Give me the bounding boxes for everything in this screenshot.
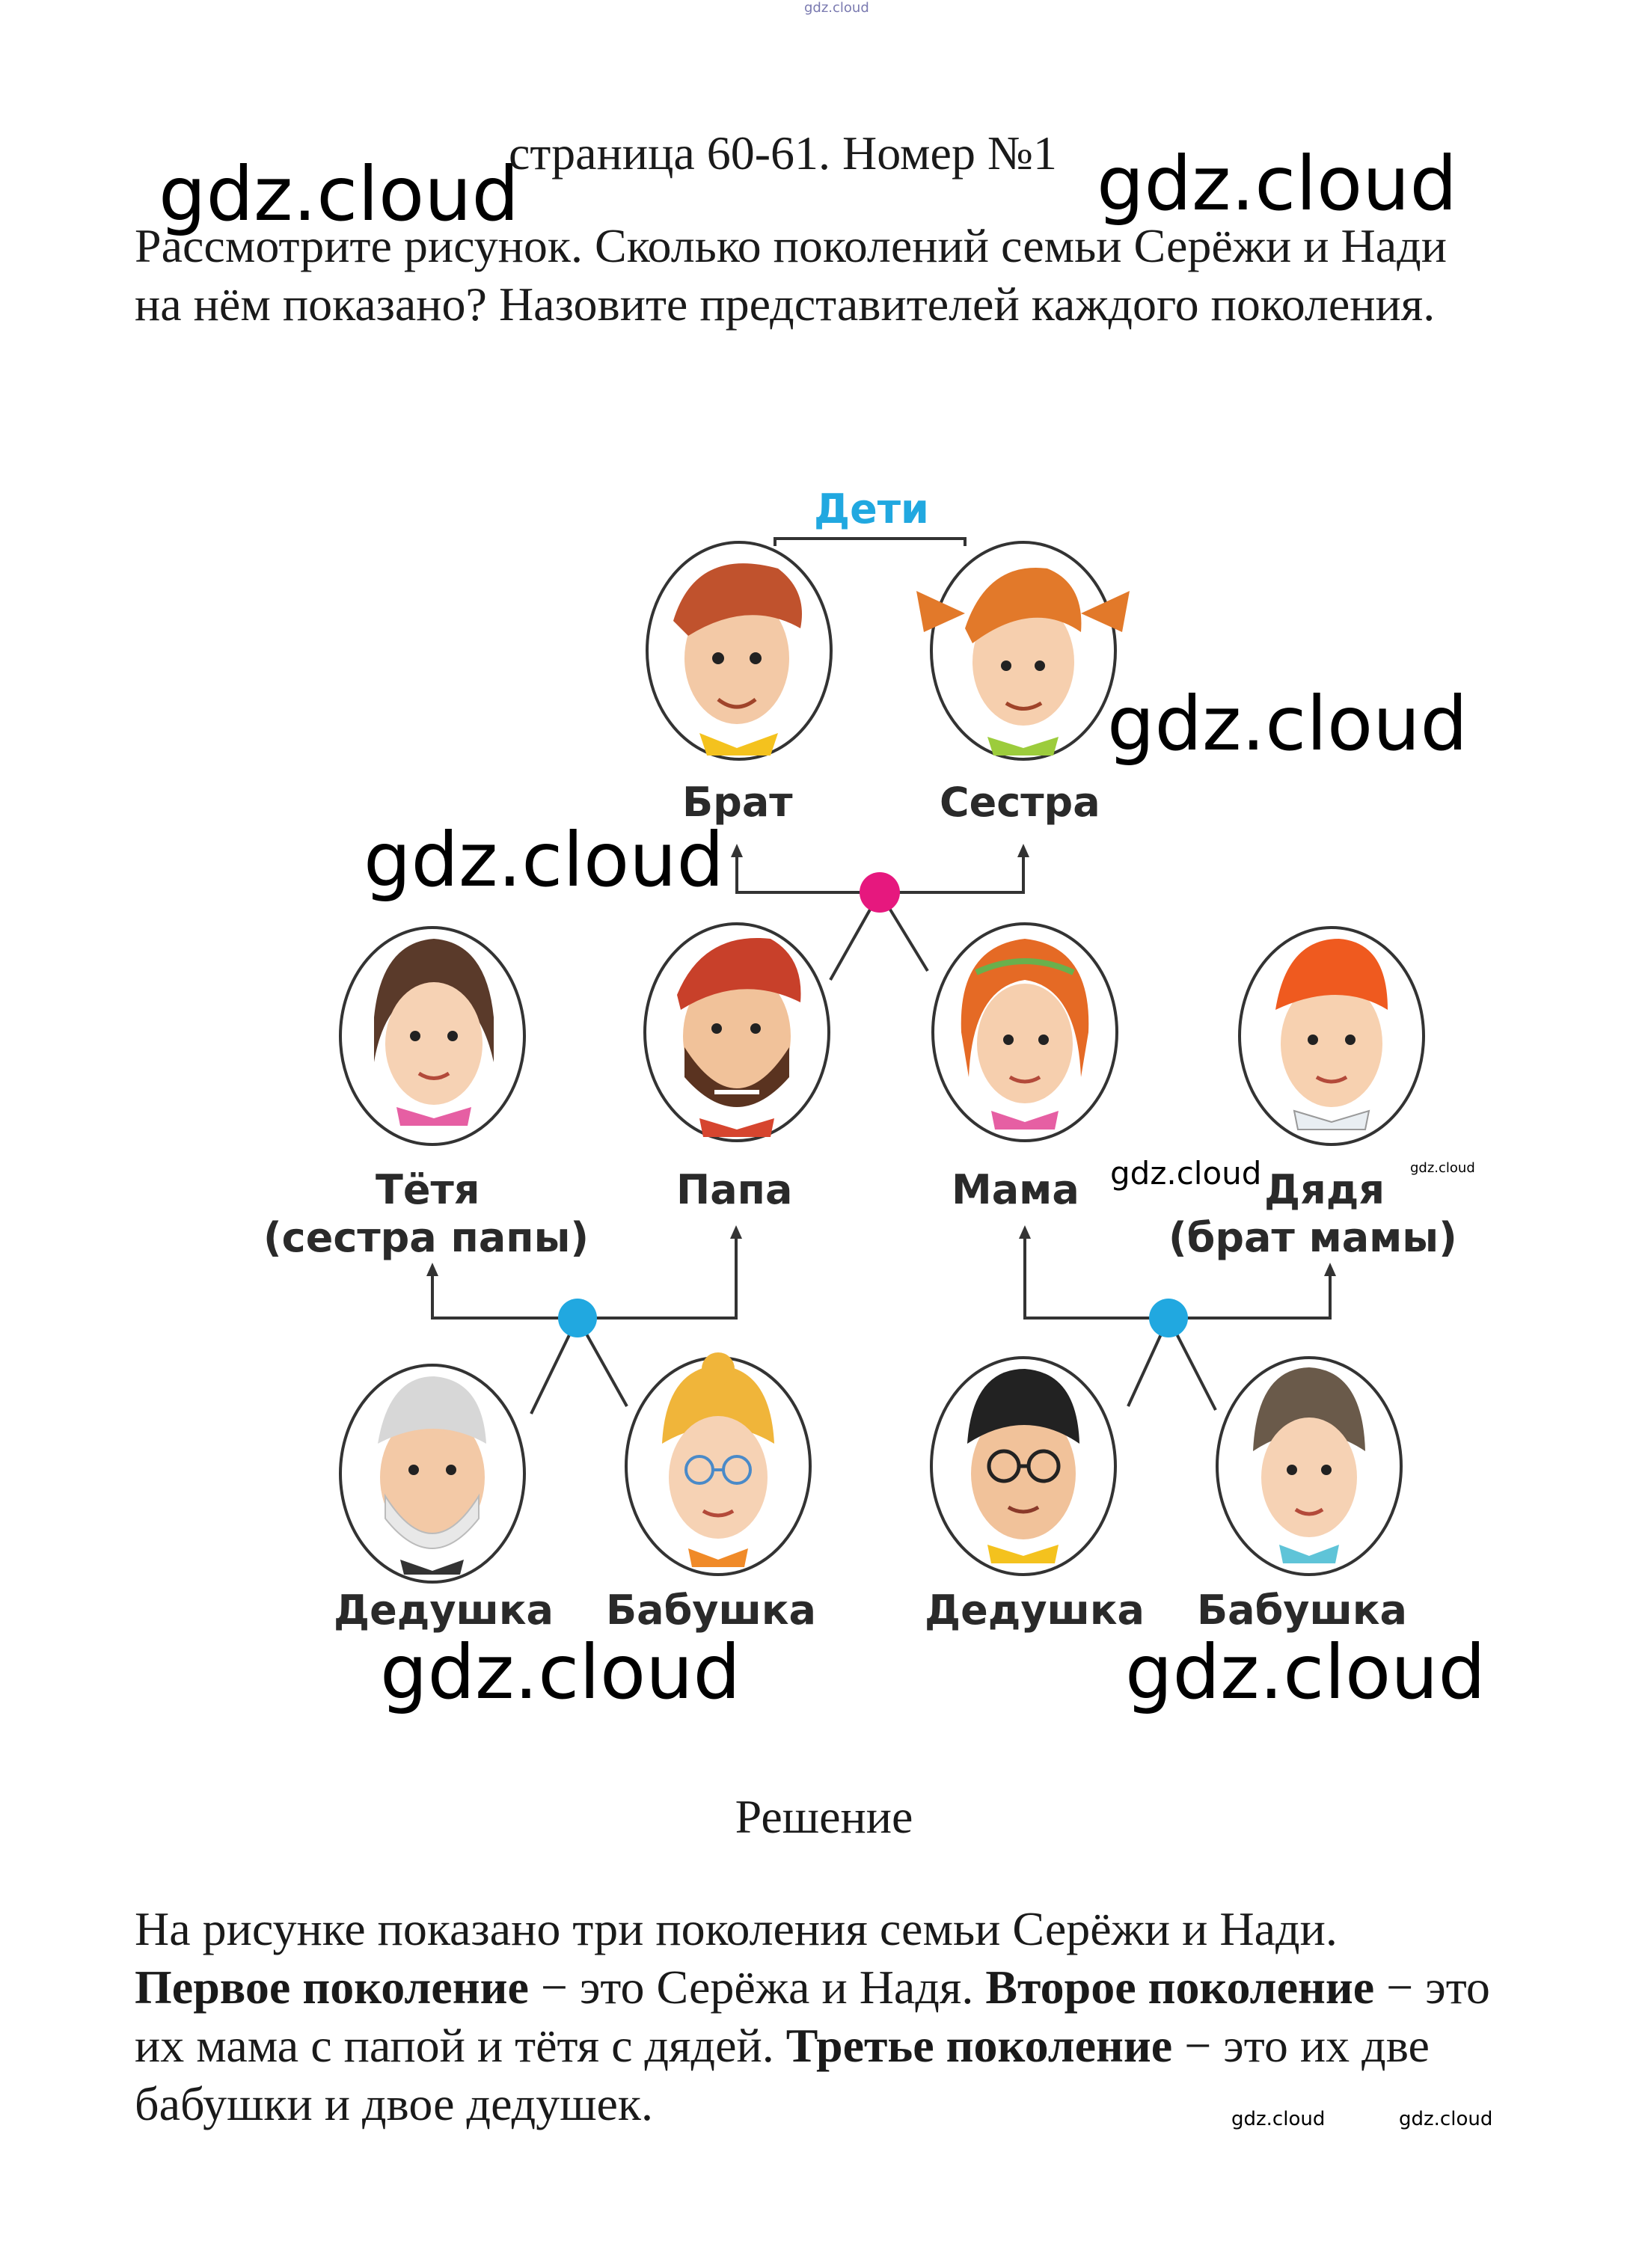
dad-portrait: [645, 924, 829, 1141]
watermark: gdz.cloud: [364, 823, 724, 898]
grandma-right-portrait: [1217, 1358, 1401, 1575]
mom-label: Мама: [952, 1167, 1079, 1213]
grandpa-left-portrait: [340, 1365, 524, 1582]
sister-portrait: [916, 542, 1130, 759]
watermark: gdz.cloud: [1410, 1162, 1475, 1175]
aunt-label: Тётя: [376, 1167, 480, 1213]
watermark: gdz.cloud: [380, 1635, 741, 1710]
gen2-label: Второе поколение: [985, 1961, 1374, 2014]
dad-label: Папа: [676, 1167, 792, 1213]
mom-portrait: [933, 924, 1117, 1141]
aunt-portrait: [340, 928, 524, 1144]
gen1-label: Первое поколение: [135, 1961, 529, 2014]
grandma-left-label: Бабушка: [606, 1587, 816, 1634]
watermark: gdz.cloud: [1107, 687, 1468, 761]
watermark: gdz.cloud: [1125, 1635, 1486, 1710]
brother-portrait: [647, 542, 831, 759]
uncle-note: (брат мамы): [1168, 1215, 1457, 1261]
grandpa-left-label: Дедушка: [334, 1587, 554, 1634]
children-label: Дети: [814, 486, 929, 533]
aunt-note: (сестра папы): [263, 1215, 589, 1261]
answer-part2: − это Серёжа и Надя.: [529, 1961, 985, 2014]
grandma-right-label: Бабушка: [1197, 1587, 1407, 1634]
uncle-portrait: [1240, 928, 1424, 1144]
grandparents-dot-left: [558, 1299, 597, 1337]
uncle-label: Дядя: [1264, 1167, 1385, 1213]
solution-title: Решение: [0, 1789, 1648, 1845]
grandpa-right-portrait: [931, 1358, 1115, 1575]
sister-label: Сестра: [940, 779, 1100, 826]
parents-dot: [860, 872, 900, 913]
answer-text: На рисунке показано три поколения семьи …: [135, 1900, 1496, 2133]
grandpa-right-label: Дедушка: [925, 1587, 1145, 1634]
watermark: gdz.cloud: [1231, 2109, 1325, 2129]
answer-part1: На рисунке показано три поколения семьи …: [135, 1902, 1338, 1955]
grandparents-dot-right: [1149, 1299, 1188, 1337]
watermark: gdz.cloud: [1110, 1158, 1261, 1189]
watermark: gdz.cloud: [1399, 2109, 1492, 2129]
gen3-label: Третье поколение: [786, 2019, 1172, 2072]
grandma-left-portrait: [626, 1352, 810, 1575]
